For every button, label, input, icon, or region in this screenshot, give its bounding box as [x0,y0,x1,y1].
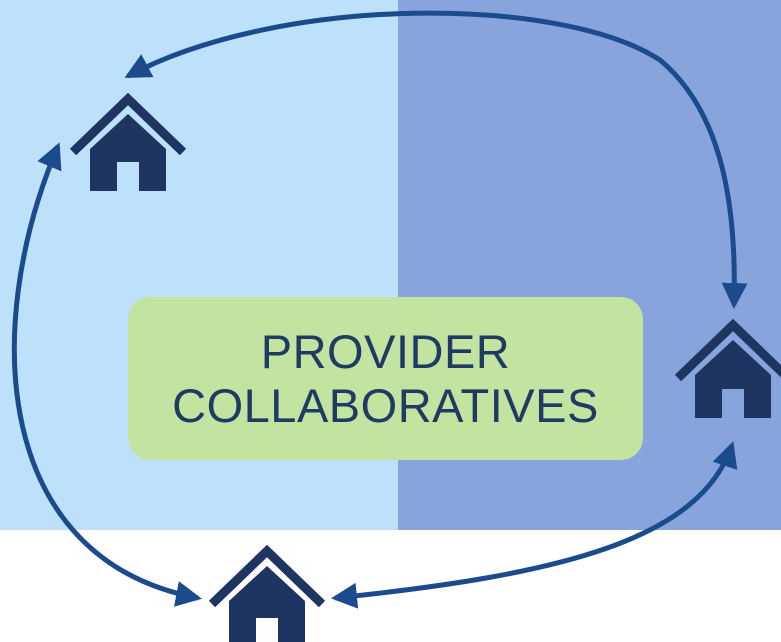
provider-collaboratives-box: PROVIDER COLLABORATIVES [128,297,643,460]
center-label-line1: PROVIDER [260,324,511,378]
center-label-line2: COLLABORATIVES [172,378,599,432]
arrow-top-left-to-right [124,10,748,309]
arrow-left-to-bottom [11,142,202,607]
house-icon [208,544,326,642]
house-icon [674,318,781,418]
arrow-bottom-to-right [331,441,738,609]
house-icon [69,92,187,191]
